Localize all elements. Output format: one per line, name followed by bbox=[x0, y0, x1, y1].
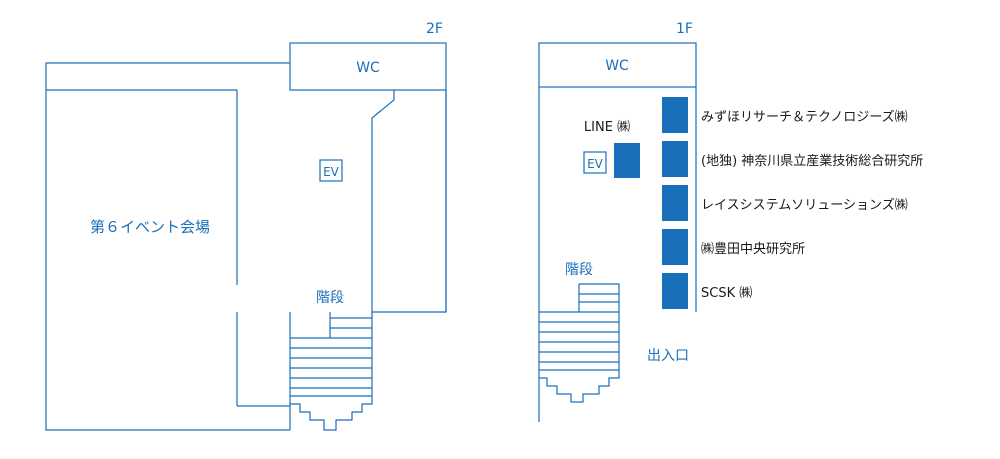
exhibitor-label-1: みずほリサーチ＆テクノロジーズ㈱ bbox=[701, 109, 908, 125]
exhibitor-booth-4 bbox=[662, 229, 688, 265]
stair-steps-1f bbox=[539, 284, 619, 371]
wc-2f-label: WC bbox=[356, 60, 380, 76]
floor-2f-plan: 2F WC 第６イベント会場 EV 階段 bbox=[45, 21, 447, 431]
line-booth-label: LINE ㈱ bbox=[584, 120, 630, 135]
stairwell-2f-landing bbox=[290, 312, 373, 431]
stairs-1f-label: 階段 bbox=[565, 262, 593, 278]
entrance-label: 出入口 bbox=[647, 348, 689, 364]
exhibitor-label-3: レイスシステムソリューションズ㈱ bbox=[701, 197, 908, 213]
wc-1f-label: WC bbox=[605, 58, 629, 74]
event-hall-label: 第６イベント会場 bbox=[90, 218, 210, 236]
line-booth bbox=[614, 143, 640, 178]
exhibitor-booth-1 bbox=[662, 97, 688, 133]
exhibitor-label-4: ㈱豊田中央研究所 bbox=[701, 242, 805, 257]
elevator-1f-label: EV bbox=[587, 157, 604, 171]
right-shaft-2f bbox=[371, 90, 447, 313]
exhibitor-label-5: SCSK ㈱ bbox=[701, 286, 752, 301]
floor-1f-plan: 1F WC LINE ㈱ EV みずほリサーチ＆テクノロジーズ㈱ (地独) 神奈… bbox=[538, 21, 923, 422]
wc-2f-room bbox=[289, 42, 447, 91]
exhibitor-labels: みずほリサーチ＆テクノロジーズ㈱ (地独) 神奈川県立産業技術総合研究所 レイス… bbox=[701, 109, 923, 301]
stairwell-1f bbox=[539, 283, 620, 403]
exhibitor-booth-2 bbox=[662, 141, 688, 177]
elevator-2f-label: EV bbox=[323, 165, 340, 179]
exhibitor-booth-5 bbox=[662, 273, 688, 309]
elevator-2f bbox=[319, 159, 343, 182]
wc-1f-room bbox=[538, 42, 697, 88]
exhibitor-label-2: (地独) 神奈川県立産業技術総合研究所 bbox=[701, 153, 923, 169]
exhibitor-booths bbox=[662, 97, 688, 309]
elevator-1f bbox=[583, 151, 607, 174]
outer-wall-2f bbox=[45, 62, 290, 431]
floor-1f-label: 1F bbox=[676, 21, 693, 37]
floor-2f-label: 2F bbox=[426, 21, 443, 37]
exhibitor-booth-3 bbox=[662, 185, 688, 221]
stairs-2f-label: 階段 bbox=[316, 290, 344, 306]
stair-steps-2f bbox=[290, 312, 372, 397]
